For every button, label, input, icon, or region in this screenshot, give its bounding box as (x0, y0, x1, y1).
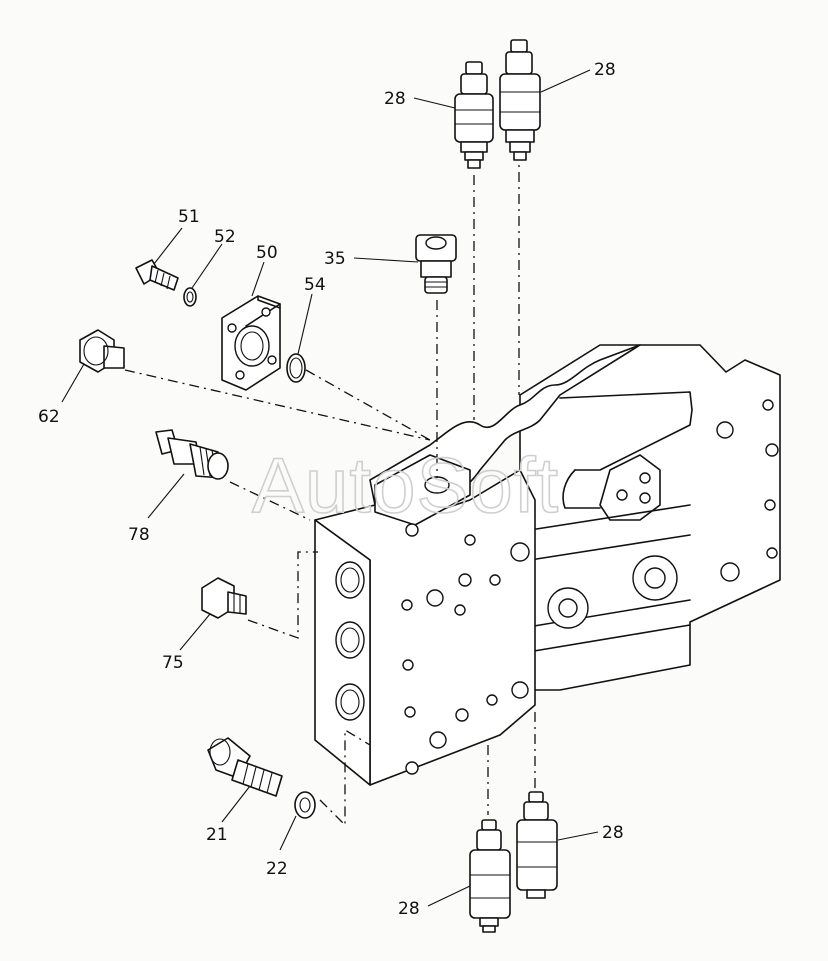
solenoid-valve-28-lower-right (516, 791, 558, 899)
callout-28-upper-right: 28 (594, 60, 616, 80)
top-port-block (374, 454, 471, 526)
valve-body (314, 344, 781, 786)
callout-78: 78 (128, 525, 150, 545)
callout-75: 75 (162, 653, 184, 673)
callout-28-upper-left: 28 (384, 89, 406, 109)
linkage-plate (599, 454, 661, 521)
callout-35: 35 (324, 249, 346, 269)
washer-52 (183, 287, 197, 307)
callout-21: 21 (206, 825, 228, 845)
callout-51: 51 (178, 207, 200, 227)
callout-28-lower-right: 28 (602, 823, 624, 843)
callout-54: 54 (304, 275, 326, 295)
solenoid-valve-28-upper-left (454, 61, 494, 169)
solenoid-valve-28-lower-left (469, 819, 511, 933)
spool-rod-upper (529, 504, 691, 561)
callout-28-lower-left: 28 (398, 899, 420, 919)
flange-50 (221, 295, 281, 391)
bolt-21 (207, 737, 283, 797)
callout-labels: 28 28 28 28 35 51 52 50 54 62 78 75 21 2… (38, 60, 624, 919)
plug-62 (79, 329, 125, 373)
plug-35 (415, 234, 457, 294)
callout-52: 52 (214, 227, 236, 247)
spool-rod-lower (509, 599, 691, 656)
o-ring-54 (286, 353, 306, 383)
callout-22: 22 (266, 859, 288, 879)
sensor-78 (155, 429, 229, 480)
solenoid-valve-28-upper-right (499, 39, 541, 161)
callout-50: 50 (256, 243, 278, 263)
callout-leaders (61, 69, 599, 907)
washer-22 (294, 791, 316, 819)
callout-62: 62 (38, 407, 60, 427)
bolt-51 (135, 259, 179, 291)
plug-75 (201, 577, 247, 619)
assembly-centerlines (124, 150, 536, 827)
autosoft-watermark: AutoSoft (252, 441, 559, 529)
